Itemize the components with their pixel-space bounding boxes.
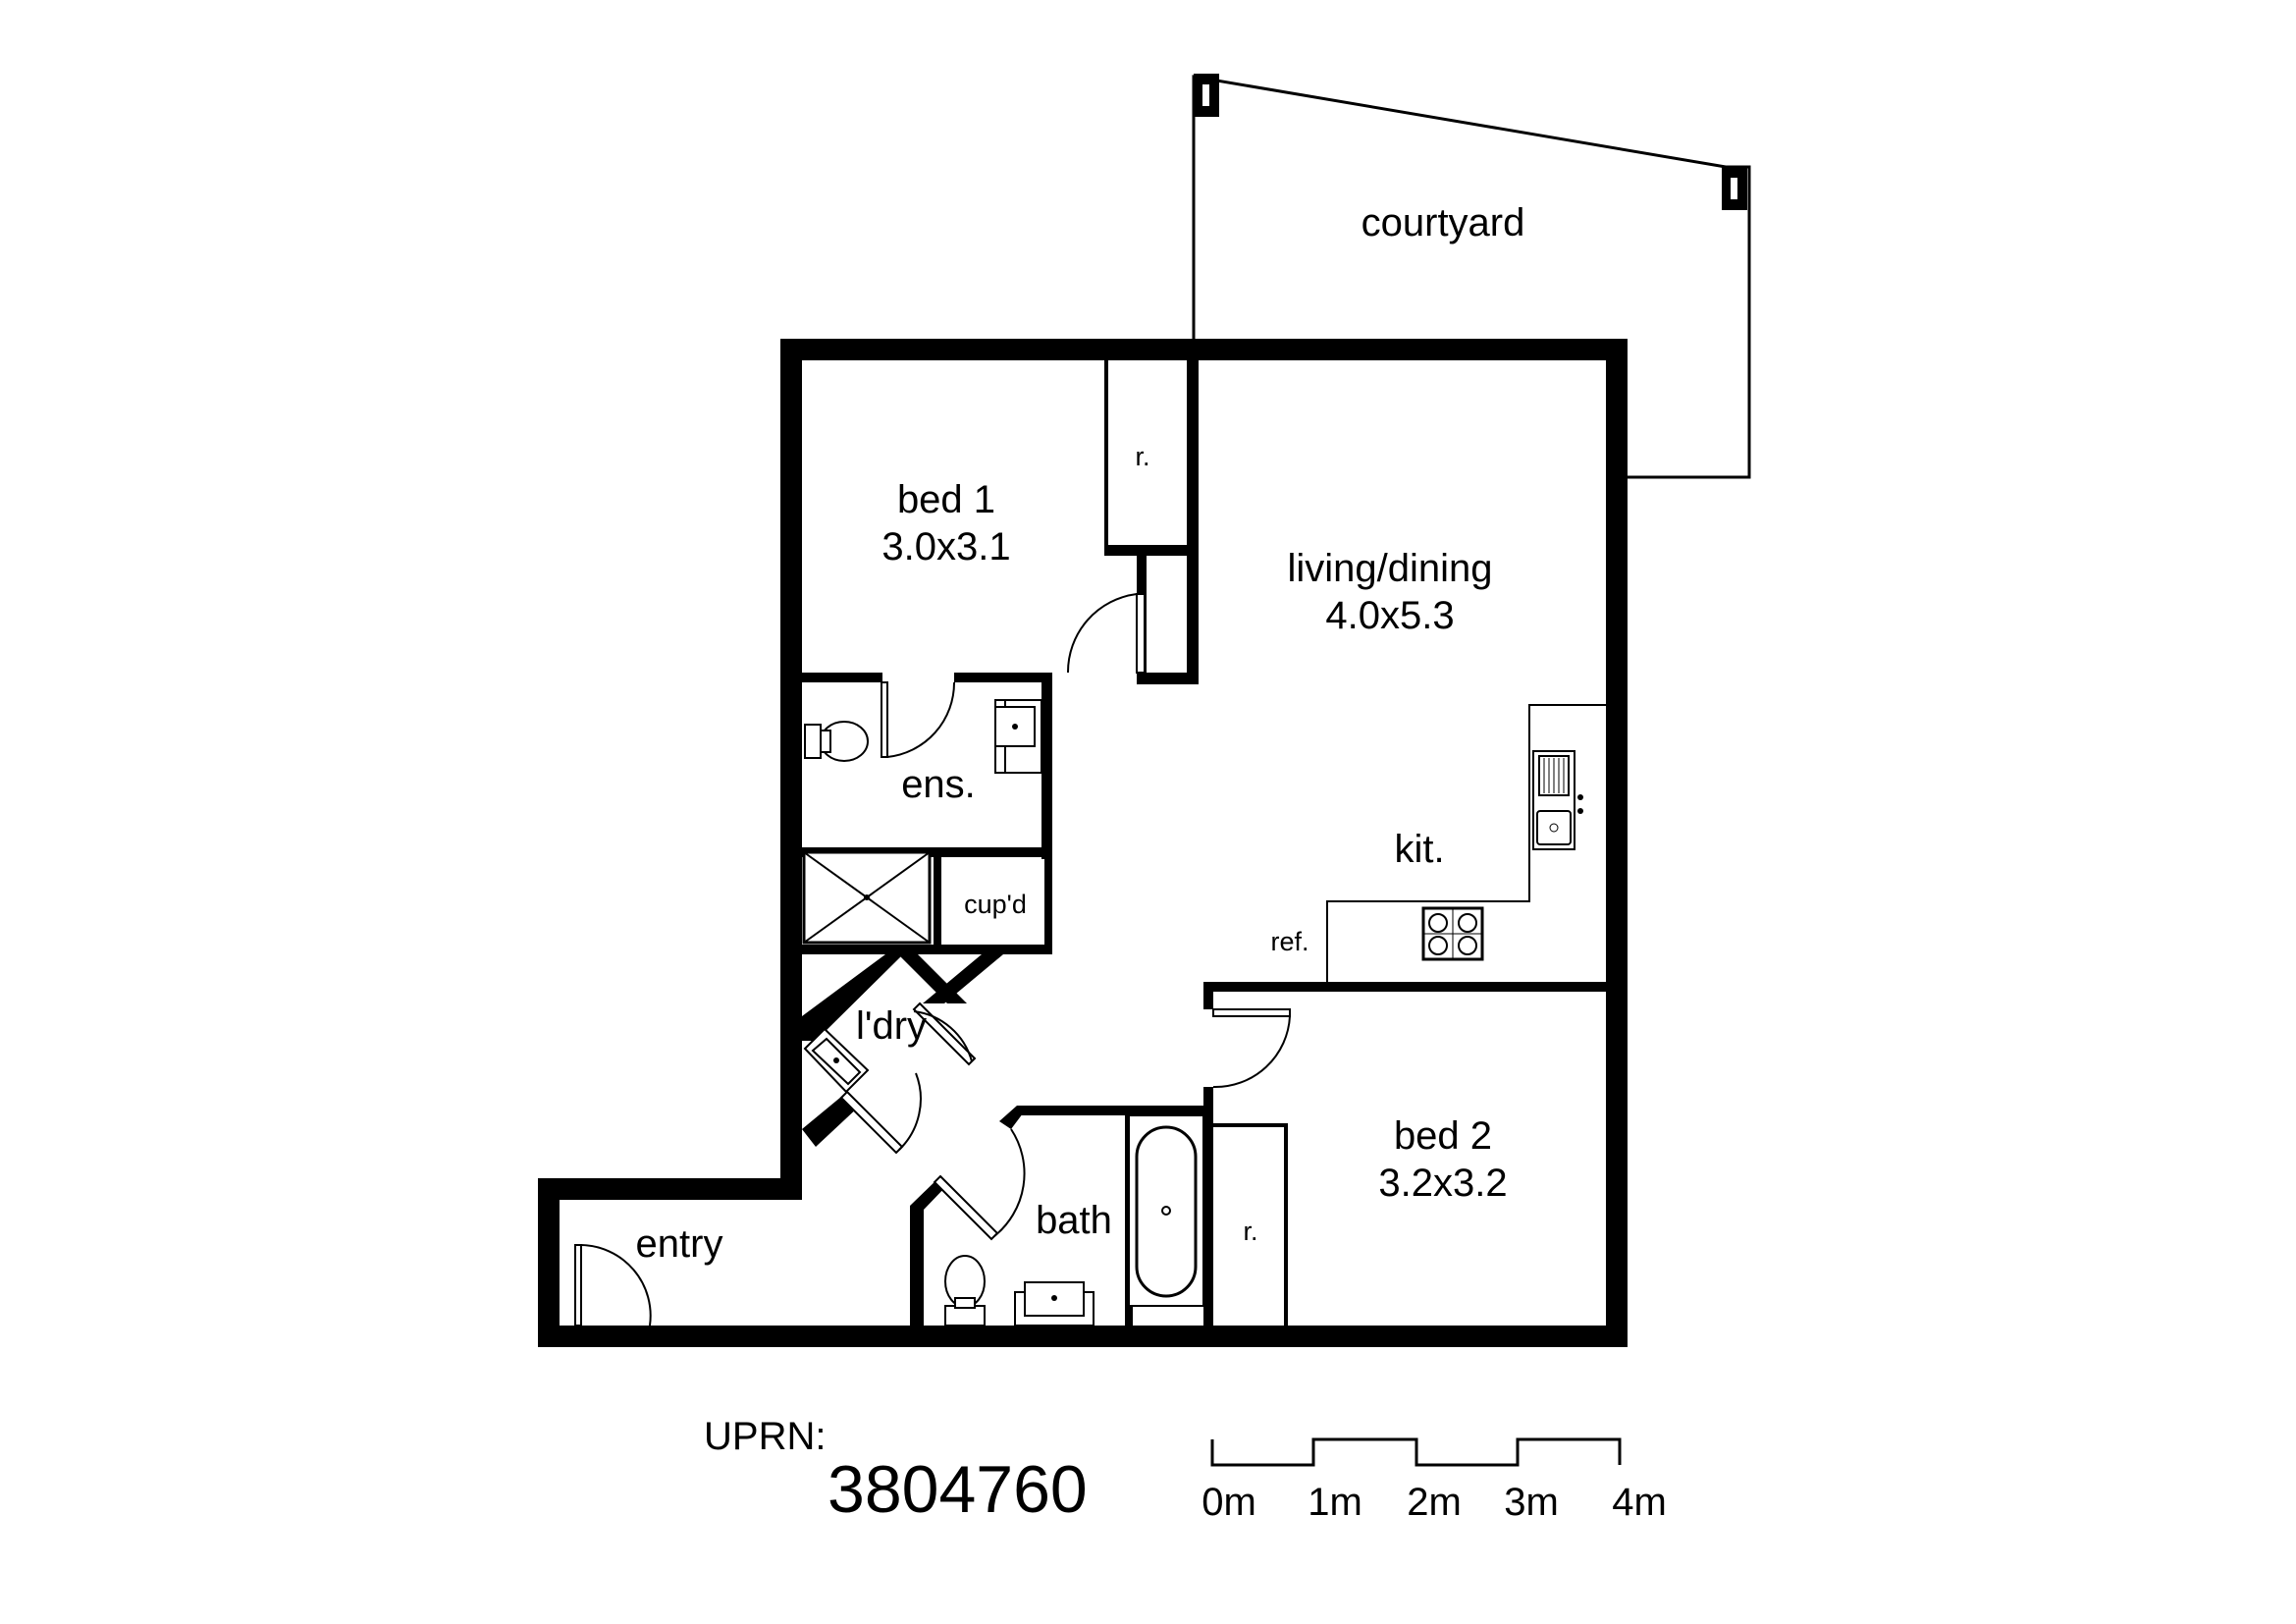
scale-bar: 0m 1m 2m 3m 4m — [1201, 1437, 1667, 1524]
robe2-label: r. — [1243, 1217, 1257, 1246]
fixtures — [802, 699, 1583, 1326]
cupboard-label: cup'd — [964, 890, 1027, 919]
laundry-door[interactable] — [912, 1001, 977, 1066]
bath-door[interactable] — [933, 1128, 1026, 1241]
entry-door[interactable] — [574, 1244, 652, 1326]
bathtub-icon — [1128, 1114, 1204, 1307]
bed1-label: bed 1 — [897, 478, 995, 521]
laundry-door-lower[interactable] — [839, 1072, 922, 1155]
kitchen-label: kit. — [1394, 828, 1444, 871]
ensuite-basin-icon — [994, 699, 1042, 774]
laundry-label: l'dry — [856, 1004, 927, 1048]
ensuite-label: ens. — [901, 763, 976, 806]
shower-icon — [802, 850, 932, 945]
scale-tick-4: 4m — [1612, 1481, 1667, 1524]
living-size: 4.0x5.3 — [1325, 594, 1454, 637]
uprn-label: UPRN: — [704, 1415, 826, 1458]
entry-label: entry — [636, 1222, 723, 1266]
bed2-size: 3.2x3.2 — [1378, 1162, 1507, 1205]
room-labels: courtyard bed 1 3.0x3.1 r. living/dining… — [636, 201, 1525, 1266]
cooktop-icon — [1421, 906, 1484, 961]
doors — [574, 593, 1291, 1326]
ensuite-door[interactable] — [881, 681, 956, 758]
bed2-door[interactable] — [1212, 1008, 1291, 1089]
exterior-walls — [538, 339, 1628, 1347]
kitchen-sink-icon — [1532, 750, 1583, 850]
robe1-label: r. — [1135, 442, 1149, 471]
ensuite-toilet-icon — [804, 721, 869, 762]
bath-basin-icon — [1014, 1281, 1095, 1326]
bed1-size: 3.0x3.1 — [881, 525, 1010, 568]
scale-tick-1: 1m — [1308, 1481, 1362, 1524]
bed1-door[interactable] — [1066, 593, 1146, 674]
scale-tick-2: 2m — [1407, 1481, 1462, 1524]
bath-toilet-icon — [944, 1255, 986, 1326]
bed2-label: bed 2 — [1394, 1114, 1492, 1158]
fridge-label: ref. — [1270, 927, 1308, 956]
uprn-number: 3804760 — [828, 1452, 1088, 1527]
courtyard-label: courtyard — [1362, 201, 1525, 244]
scale-tick-0: 0m — [1201, 1481, 1256, 1524]
laundry-tub-icon — [803, 1027, 870, 1094]
bath-label: bath — [1036, 1199, 1112, 1242]
scale-tick-3: 3m — [1504, 1481, 1559, 1524]
uprn-block: UPRN: 3804760 — [704, 1415, 1088, 1527]
courtyard-boundary — [1192, 74, 1751, 479]
living-label: living/dining — [1287, 547, 1492, 590]
